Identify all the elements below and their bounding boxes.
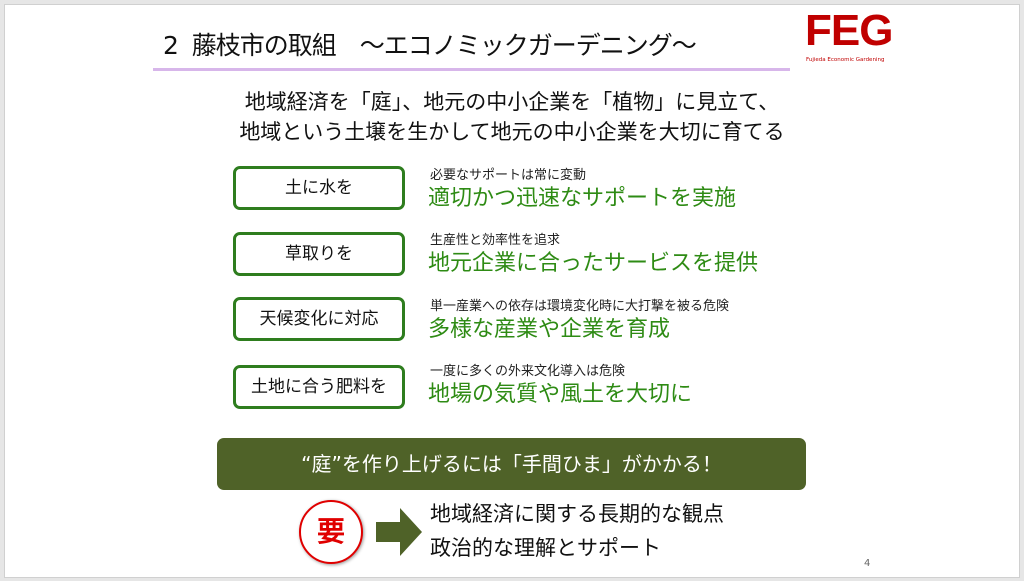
item-note: 一度に多くの外来文化導入は危険 — [430, 364, 626, 379]
key-point: 政治的な理解とサポート — [430, 536, 661, 560]
item-action: 地元企業に合ったサービスを提供 — [428, 251, 759, 276]
item-box: 土に水を — [233, 166, 405, 210]
feg-logo: FEG — [805, 6, 893, 55]
key-mark: 要 — [299, 500, 363, 564]
item-action: 適切かつ迅速なサポートを実施 — [428, 186, 737, 211]
key-point: 地域経済に関する長期的な観点 — [430, 502, 724, 526]
feg-logo-subtitle: Fujieda Economic Gardening — [806, 57, 885, 63]
subtitle-line-2: 地域という土壌を生かして地元の中小企業を大切に育てる — [239, 120, 785, 144]
slide-title: 2 藤枝市の取組 ～エコノミックガーデニング～ — [163, 31, 697, 60]
item-action: 多様な産業や企業を育成 — [428, 317, 671, 342]
banner: “庭”を作り上げるには「手間ひま」がかかる！ — [217, 438, 806, 490]
item-box: 土地に合う肥料を — [233, 365, 405, 409]
item-note: 生産性と効率性を追求 — [430, 233, 561, 248]
item-box: 天候変化に対応 — [233, 297, 405, 341]
arrow-right-icon — [376, 508, 422, 556]
subtitle-line-1: 地域経済を「庭」、地元の中小企業を「植物」に見立て、 — [244, 90, 780, 114]
item-action: 地場の気質や風土を大切に — [428, 382, 693, 407]
item-box: 草取りを — [233, 232, 405, 276]
title-underline — [153, 68, 790, 71]
page-number: 4 — [864, 558, 871, 569]
item-note: 単一産業への依存は環境変化時に大打撃を被る危険 — [430, 299, 730, 314]
item-note: 必要なサポートは常に変動 — [430, 168, 587, 183]
